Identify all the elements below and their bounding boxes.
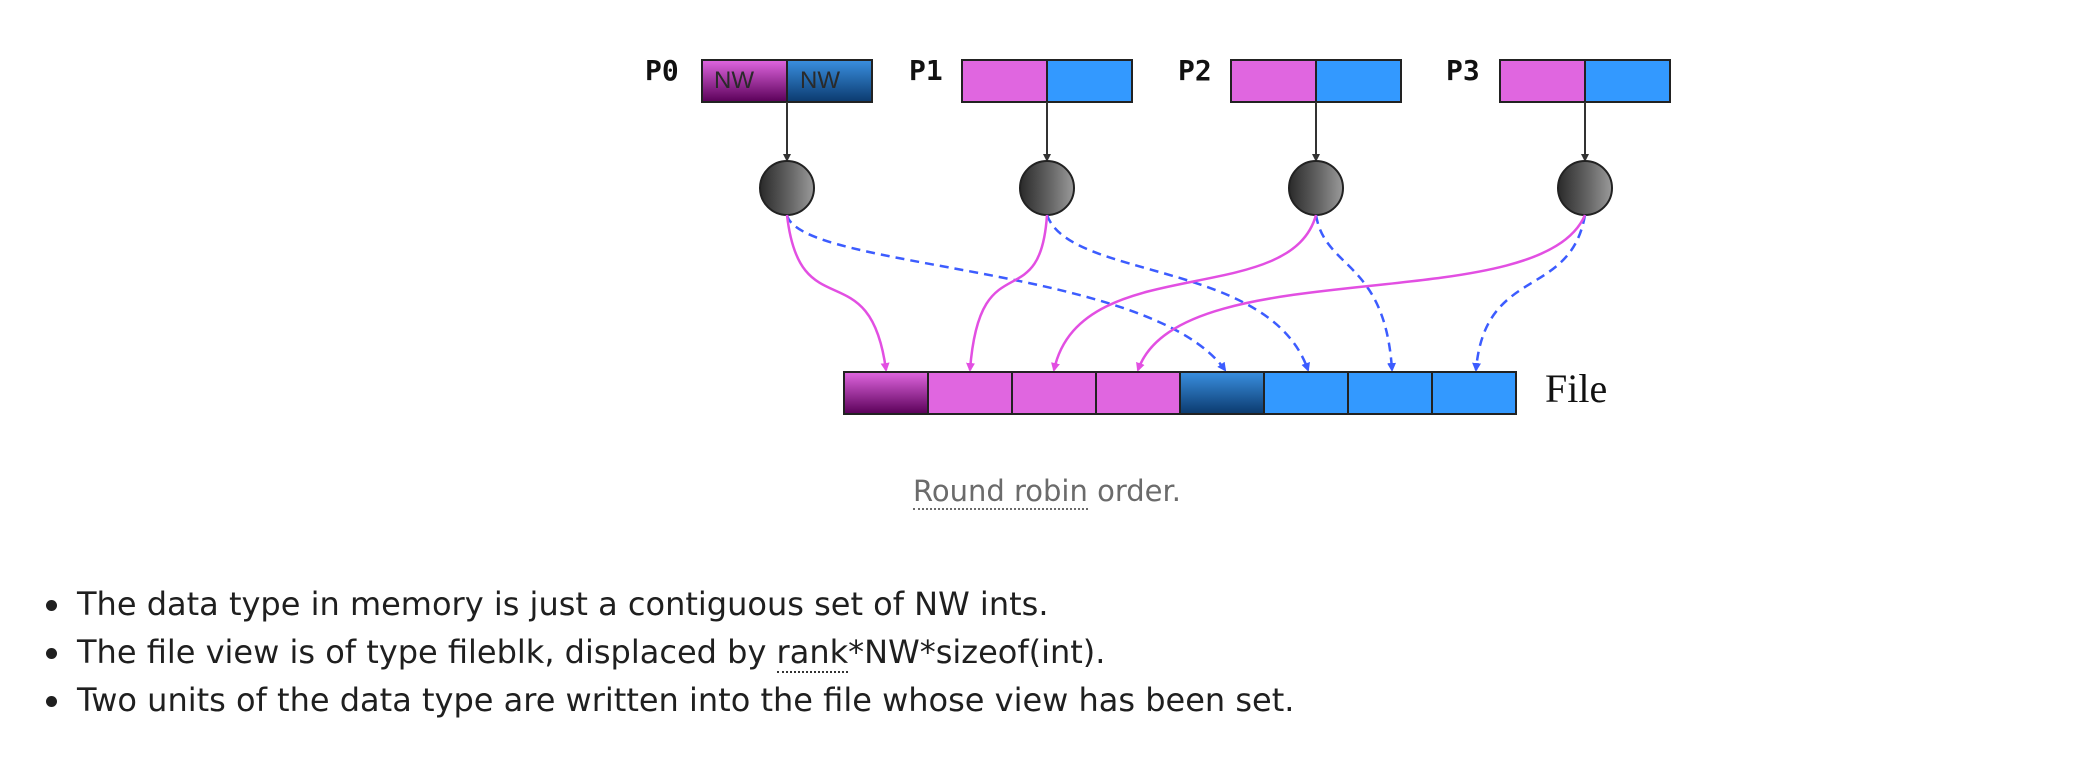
p0-block-2-label: NW <box>800 67 840 94</box>
file-block-5 <box>1179 371 1265 415</box>
bullet-text-2a: The file view is of type fileblk, displa… <box>77 633 777 671</box>
process-label-p2: P2 <box>1178 54 1212 87</box>
node-p0 <box>759 160 815 216</box>
process-buffer-p1 <box>961 59 1133 103</box>
file-block-2 <box>927 371 1013 415</box>
p0-block-1 <box>701 59 788 103</box>
bullet-item-2: The file view is of type fileblk, displa… <box>44 628 1294 676</box>
file-block-3 <box>1011 371 1097 415</box>
node-p3 <box>1557 160 1613 216</box>
p2-block-2 <box>1315 59 1402 103</box>
solid-arrow-p0 <box>785 214 890 372</box>
dashed-arrow-p1 <box>1045 214 1310 372</box>
file-block-1 <box>843 371 929 415</box>
solid-arrow-p2 <box>1051 214 1318 372</box>
process-buffer-p2 <box>1230 59 1402 103</box>
round-robin-diagram: P0 P1 P2 P3 NW NW <box>645 54 1671 415</box>
process-label-p0: P0 <box>645 54 679 87</box>
dashed-arrow-p3 <box>1472 214 1587 372</box>
caption-rest: order. <box>1087 474 1181 508</box>
bullet-text-1: The data type in memory is just a contig… <box>77 585 1049 623</box>
p0-block-2 <box>786 59 873 103</box>
file-block-7 <box>1347 371 1433 415</box>
dashed-arrow-p2 <box>1314 214 1397 372</box>
p3-block-1 <box>1499 59 1586 103</box>
caption-term-round-robin[interactable]: Round robin <box>913 474 1088 510</box>
bullet-text-3: Two units of the data type are written i… <box>77 681 1295 719</box>
node-p1 <box>1019 160 1075 216</box>
file-block-8 <box>1431 371 1517 415</box>
p0-block-1-label: NW <box>714 67 754 94</box>
solid-arrow-p3 <box>1136 214 1587 372</box>
p2-block-1 <box>1230 59 1317 103</box>
p1-block-2 <box>1046 59 1133 103</box>
bullet-list: The data type in memory is just a contig… <box>44 580 1294 724</box>
process-buffer-p3 <box>1499 59 1671 103</box>
file-block-4 <box>1095 371 1181 415</box>
node-p2 <box>1288 160 1344 216</box>
p1-block-1 <box>961 59 1048 103</box>
process-buffer-p0: NW NW <box>701 59 873 103</box>
solid-arrow-p1 <box>966 214 1049 372</box>
process-label-p3: P3 <box>1446 54 1480 87</box>
bullet-item-3: Two units of the data type are written i… <box>44 676 1294 724</box>
bullet-item-1: The data type in memory is just a contig… <box>44 580 1294 628</box>
file-blocks <box>843 371 1517 415</box>
file-block-6 <box>1263 371 1349 415</box>
bullet-term-rank[interactable]: rank <box>776 633 849 673</box>
figure-caption: Round robin order. <box>0 474 2094 510</box>
bullet-text-2b: *NW*sizeof(int). <box>848 633 1106 671</box>
p3-block-2 <box>1584 59 1671 103</box>
dashed-arrow-p0 <box>785 214 1227 372</box>
process-label-p1: P1 <box>909 54 943 87</box>
file-label: File <box>1545 366 1607 411</box>
